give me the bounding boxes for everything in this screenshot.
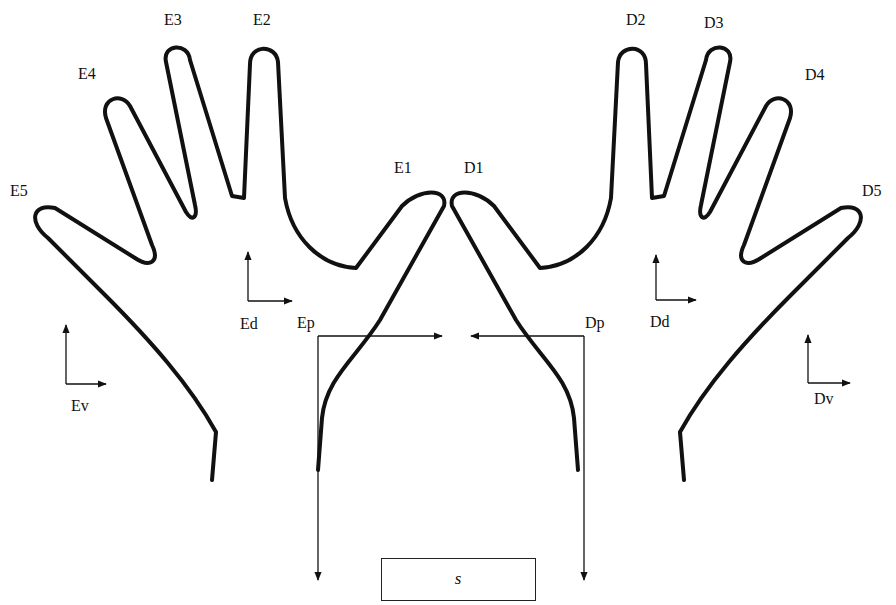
label-box: s [381, 558, 536, 601]
axis-label: Ep [297, 315, 315, 331]
box-text: s [455, 569, 462, 589]
finger-label: E2 [253, 12, 271, 28]
axis-arrow [807, 335, 808, 383]
finger-label: E5 [10, 183, 28, 199]
axis-arrow [318, 335, 442, 336]
axis-arrow [317, 336, 318, 580]
axis-arrow [583, 336, 584, 580]
left-hand-outline [35, 47, 444, 480]
axis-arrow [656, 299, 696, 300]
axis-arrow [471, 335, 584, 336]
axis-arrow [66, 383, 106, 384]
finger-label: E1 [394, 160, 412, 176]
axis-label: Ev [71, 398, 89, 414]
finger-label: D2 [626, 12, 646, 28]
axis-arrow [247, 252, 248, 301]
finger-label: E3 [164, 12, 182, 28]
axis-label: Dv [814, 391, 834, 407]
axis-label: Ed [240, 316, 258, 332]
axis-arrow [808, 382, 850, 383]
axis-arrow [248, 300, 292, 301]
axis-label: Dd [650, 314, 670, 330]
axis-arrow [655, 255, 656, 300]
finger-label: D1 [464, 160, 484, 176]
finger-label: E4 [78, 66, 96, 82]
axis-label: Dp [585, 315, 605, 331]
finger-label: D5 [862, 183, 882, 199]
axis-arrow [65, 325, 66, 384]
finger-label: D4 [805, 67, 825, 83]
finger-label: D3 [704, 15, 724, 31]
right-hand-outline [452, 47, 861, 480]
